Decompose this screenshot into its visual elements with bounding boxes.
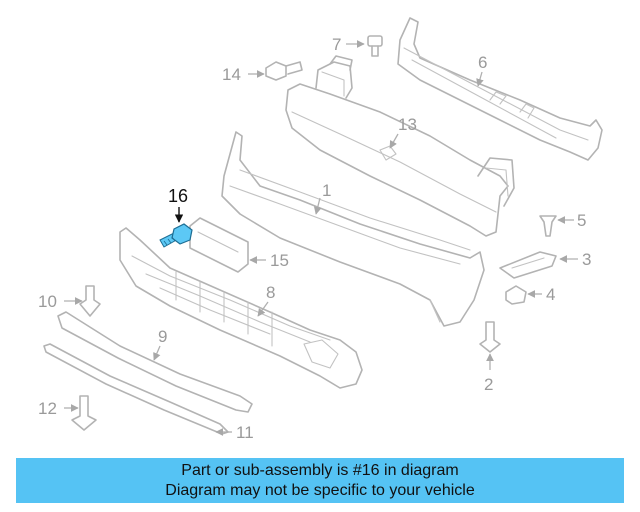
callout-2: 2 bbox=[484, 375, 493, 394]
part-13-reinforcement-beam bbox=[285, 55, 515, 237]
callout-16-highlighted: 16 bbox=[168, 186, 188, 206]
callout-9: 9 bbox=[158, 327, 167, 346]
part-5-clip bbox=[539, 215, 557, 237]
part-4-nut bbox=[505, 285, 527, 305]
banner-line-1: Part or sub-assembly is #16 in diagram bbox=[181, 462, 459, 479]
part-12-push-pin bbox=[71, 395, 97, 431]
part-10-push-pin bbox=[79, 285, 101, 317]
part-9-lower-trim bbox=[57, 311, 253, 413]
callout-4: 4 bbox=[546, 285, 555, 304]
callout-13: 13 bbox=[398, 115, 417, 134]
callout-6: 6 bbox=[478, 53, 487, 72]
callout-8: 8 bbox=[266, 283, 275, 302]
part-15-plate-bracket bbox=[189, 217, 249, 273]
callout-10: 10 bbox=[38, 292, 57, 311]
leader-lines bbox=[64, 40, 578, 436]
part-2-pin bbox=[479, 321, 501, 353]
banner-line-2: Diagram may not be specific to your vehi… bbox=[165, 482, 475, 499]
callout-12: 12 bbox=[38, 399, 57, 418]
part-14-bolt bbox=[265, 61, 303, 81]
part-8-lower-valance bbox=[119, 227, 363, 389]
part-7-bolt bbox=[367, 35, 383, 57]
callout-5: 5 bbox=[577, 211, 586, 230]
part-6-upper-bracket bbox=[397, 17, 603, 161]
callout-3: 3 bbox=[582, 250, 591, 269]
part-3-side-bracket bbox=[499, 251, 557, 279]
callout-11: 11 bbox=[236, 423, 254, 442]
info-banner: Part or sub-assembly is #16 in diagram D… bbox=[16, 458, 624, 503]
callout-7: 7 bbox=[332, 35, 341, 54]
callout-15: 15 bbox=[270, 251, 289, 270]
callout-14: 14 bbox=[222, 65, 241, 84]
part-16-screw-highlighted[interactable] bbox=[159, 223, 193, 248]
callout-1: 1 bbox=[322, 181, 331, 200]
part-1-bumper-cover bbox=[221, 131, 485, 327]
